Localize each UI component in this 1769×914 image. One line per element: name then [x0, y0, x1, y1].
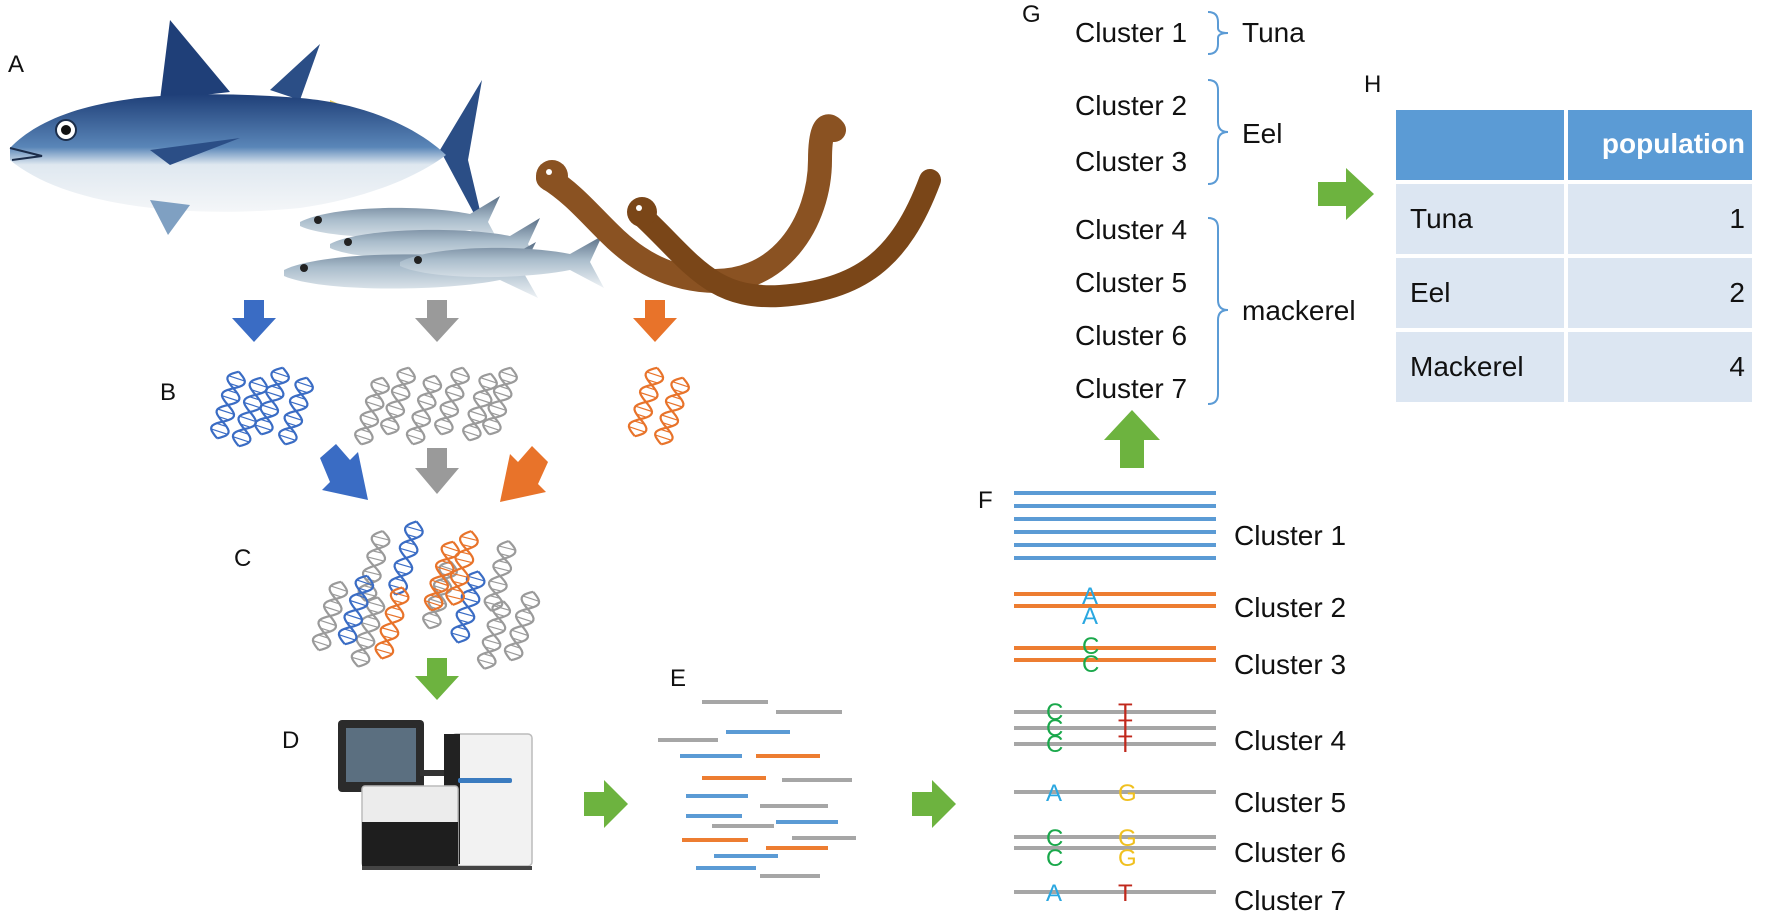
panel-label-c: C: [234, 545, 251, 572]
f-cluster-label: Cluster 5: [1234, 787, 1346, 818]
arrow-mackerel-to-dna: [415, 300, 459, 342]
dna-helix-icon: [462, 372, 498, 442]
panel-label-g: G: [1022, 1, 1041, 28]
group-label-tuna: Tuna: [1242, 17, 1305, 48]
arrow-assignment-to-table: [1318, 168, 1374, 220]
dna-helix-icon: [476, 600, 512, 670]
arrow-reads-to-clusters: [912, 780, 956, 828]
cluster6-base-g: G: [1118, 845, 1137, 872]
cluster6-base-c: C: [1046, 825, 1063, 852]
g-cluster-label: Cluster 5: [1075, 267, 1187, 298]
arrow-clusters-to-assignment: [1104, 410, 1160, 468]
dna-helix-icon: [354, 376, 390, 446]
tuna-fish-illustration: [9, 20, 486, 236]
g-cluster-label: Cluster 4: [1075, 214, 1187, 245]
g-cluster-label: Cluster 6: [1075, 320, 1187, 351]
g-cluster-label: Cluster 2: [1075, 90, 1187, 121]
sequence-reads: [658, 700, 856, 878]
dna-helix-icon: [380, 366, 416, 436]
dna-helix-icon: [405, 374, 443, 446]
cluster2-base-a: A: [1082, 583, 1098, 610]
dna-helix-icon: [482, 366, 518, 436]
arrow-eel-dna-to-pool: [500, 446, 548, 502]
cluster5-base-a: A: [1046, 780, 1062, 807]
cluster7-base-a: A: [1046, 880, 1062, 907]
panel-label-f: F: [978, 487, 993, 514]
dna-helix-icon: [231, 376, 269, 448]
cluster3-base-c: C: [1082, 633, 1099, 660]
panel-label-e: E: [670, 665, 686, 692]
arrow-eel-to-dna: [633, 300, 677, 342]
f-cluster-label: Cluster 1: [1234, 520, 1346, 551]
cluster4-base-c: C: [1046, 699, 1063, 726]
pooled-dna-helix-icon: [311, 520, 541, 670]
cluster-alignments: A A C C C C C T T T A G C C G G A T Clus…: [1014, 491, 1346, 914]
dna-helix-icon: [210, 370, 246, 440]
cluster4-base-c: C: [1046, 731, 1063, 758]
dna-helix-icon: [388, 520, 424, 596]
table-cell-population: 4: [1729, 351, 1745, 382]
arrow-tuna-dna-to-pool: [320, 444, 368, 500]
arrow-mackerel-dna-to-pool: [415, 448, 459, 494]
cluster3-base-c: C: [1082, 651, 1099, 678]
cluster4-base-t: T: [1118, 699, 1133, 726]
cluster4-base-t: T: [1118, 715, 1133, 742]
panel-label-d: D: [282, 727, 299, 754]
dna-helix-icon: [434, 366, 470, 436]
cluster7-base-t: T: [1118, 880, 1133, 907]
brace-eel: [1207, 79, 1229, 185]
dna-helix-icon: [423, 540, 461, 612]
dna-helix-icon: [337, 574, 375, 646]
dna-helix-icon: [654, 376, 690, 446]
cluster2-base-a: A: [1082, 603, 1098, 630]
cluster6-base-c: C: [1046, 845, 1063, 872]
arrow-pool-to-sequencer: [415, 658, 459, 700]
dna-helix-icon: [350, 596, 386, 668]
g-cluster-label: Cluster 7: [1075, 373, 1187, 404]
brace-tuna: [1207, 11, 1229, 55]
arrow-sequencer-to-reads: [584, 780, 628, 828]
group-label-mackerel: mackerel: [1242, 295, 1356, 326]
cluster4-base-t: T: [1118, 731, 1133, 758]
population-table: population Tuna 1 Eel 2 Mackerel 4: [1396, 110, 1752, 402]
brace-mackerel: [1207, 217, 1229, 405]
dna-helix-icon: [357, 530, 391, 602]
f-cluster-label: Cluster 6: [1234, 837, 1346, 868]
dna-helix-icon: [254, 366, 290, 436]
dna-helix-icon: [627, 366, 665, 438]
cluster4-base-c: C: [1046, 715, 1063, 742]
cluster5-base-g: G: [1118, 780, 1137, 807]
arrow-tuna-to-dna: [232, 300, 276, 342]
group-label-eel: Eel: [1242, 118, 1282, 149]
mackerel-fish-illustration: [284, 196, 604, 298]
f-cluster-label: Cluster 2: [1234, 592, 1346, 623]
g-cluster-label: Cluster 1: [1075, 17, 1187, 48]
eel-fish-illustration: [536, 114, 941, 308]
panel-label-h: H: [1364, 71, 1381, 98]
table-cell-species: Tuna: [1410, 203, 1473, 234]
f-cluster-label: Cluster 3: [1234, 649, 1346, 680]
dna-helix-icon: [210, 366, 690, 448]
cluster6-base-g: G: [1118, 825, 1137, 852]
dna-helix-icon: [311, 580, 349, 652]
f-cluster-label: Cluster 7: [1234, 885, 1346, 914]
dna-helix-icon: [374, 586, 410, 660]
table-cell-population: 1: [1729, 203, 1745, 234]
table-cell-species: Eel: [1410, 277, 1450, 308]
g-cluster-label: Cluster 3: [1075, 146, 1187, 177]
species-assignment: Cluster 1 Cluster 2 Cluster 3 Cluster 4 …: [1075, 11, 1356, 405]
table-cell-species: Mackerel: [1410, 351, 1524, 382]
dna-sequencer-machine-icon: [338, 720, 533, 870]
panel-label-a: A: [8, 51, 24, 78]
dna-helix-icon: [503, 590, 541, 662]
dna-helix-icon: [445, 530, 479, 606]
panel-label-b: B: [160, 379, 176, 406]
dna-helix-icon: [278, 376, 314, 446]
table-header-population: population: [1602, 128, 1745, 159]
table-cell-population: 2: [1729, 277, 1745, 308]
dna-helix-icon: [450, 570, 486, 644]
f-cluster-label: Cluster 4: [1234, 725, 1346, 756]
